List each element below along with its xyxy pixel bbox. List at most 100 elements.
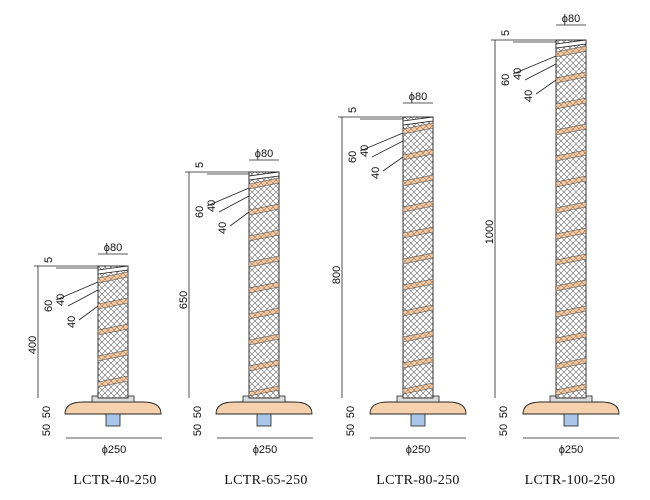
anchor-depth-label: 50 <box>498 424 510 436</box>
post-body <box>64 265 162 427</box>
band-leader-lines <box>512 55 557 95</box>
band-leader-lines <box>55 281 99 321</box>
reflective-band <box>248 177 280 190</box>
bollard-post-lctr-40-250: 400 ϕ80 5 60 40 40 50 50 ϕ250 LCTR-40-25… <box>27 242 162 488</box>
reflective-band <box>555 279 587 292</box>
reflective-band <box>555 71 587 84</box>
base-plate <box>215 401 313 415</box>
reflective-band <box>555 201 587 214</box>
base-diameter-label: ϕ250 <box>253 444 278 456</box>
band-leader-lines <box>206 187 250 227</box>
model-label: LCTR-100-250 <box>525 473 616 488</box>
reflective-band <box>402 278 434 291</box>
top-offset-label: 5 <box>194 162 206 168</box>
base-diameter-label: ϕ250 <box>559 444 584 456</box>
anchor-bolt <box>410 413 426 427</box>
reflective-band <box>402 174 434 187</box>
reflective-band <box>555 123 587 136</box>
band-label-3: 40 <box>523 90 535 102</box>
reflective-band <box>402 304 434 317</box>
reflective-band <box>402 330 434 343</box>
diameter-label: ϕ80 <box>562 13 580 25</box>
reflective-band <box>555 331 587 344</box>
reflective-band <box>402 122 434 135</box>
reflective-band <box>402 382 434 395</box>
band-label-3: 40 <box>217 222 229 234</box>
reflective-band <box>248 333 280 346</box>
reflective-band <box>248 359 280 372</box>
height-label: 800 <box>331 266 343 284</box>
height-label: 1000 <box>484 220 496 244</box>
reflective-band <box>555 175 587 188</box>
post-body <box>369 116 467 427</box>
reflective-band <box>555 383 587 396</box>
base-height-label: 50 <box>192 406 204 418</box>
top-offset-label: 5 <box>43 257 55 263</box>
reflective-band <box>97 375 129 388</box>
height-label: 400 <box>27 336 39 354</box>
base-height-label: 50 <box>41 406 53 418</box>
anchor-depth-label: 50 <box>41 424 53 436</box>
reflective-band <box>402 356 434 369</box>
reflective-band <box>97 349 129 362</box>
bollard-post-lctr-65-250: 650 ϕ80 5 60 40 40 50 50 ϕ250 LCTR-65-25… <box>178 148 313 488</box>
reflective-band <box>97 297 129 310</box>
reflective-band <box>248 281 280 294</box>
post-cap <box>402 116 434 126</box>
reflective-band <box>555 357 587 370</box>
base-diameter-label: ϕ250 <box>102 444 127 456</box>
post-body <box>215 171 313 427</box>
base-height-label: 50 <box>498 406 510 418</box>
height-label: 650 <box>178 291 190 309</box>
bollard-post-lctr-80-250: 800 ϕ80 5 60 40 40 50 50 ϕ250 LCTR-80-25… <box>331 91 467 488</box>
reflective-band <box>555 149 587 162</box>
reflective-band <box>402 252 434 265</box>
reflective-band <box>555 227 587 240</box>
reflective-band <box>97 271 129 284</box>
model-label: LCTR-65-250 <box>224 473 307 488</box>
band-label-3: 40 <box>66 316 78 328</box>
post-body <box>522 39 620 427</box>
reflective-band <box>402 200 434 213</box>
diameter-label: ϕ80 <box>409 91 427 103</box>
band-label-1: 60 <box>347 151 359 163</box>
model-label: LCTR-80-250 <box>376 473 459 488</box>
base-plate <box>522 401 620 415</box>
reflective-band <box>248 229 280 242</box>
anchor-bolt <box>256 413 272 427</box>
top-offset-label: 5 <box>347 107 359 113</box>
anchor-bolt <box>105 413 121 427</box>
reflective-band <box>555 305 587 318</box>
base-plate <box>64 401 162 415</box>
band-leader-lines <box>359 132 404 172</box>
model-label: LCTR-40-250 <box>73 473 156 488</box>
reflective-band <box>248 255 280 268</box>
reflective-band <box>248 203 280 216</box>
reflective-band <box>402 148 434 161</box>
bollard-post-lctr-100-250: 1000 ϕ80 5 60 40 40 50 50 ϕ250 LCTR-100-… <box>484 13 620 488</box>
anchor-depth-label: 50 <box>192 424 204 436</box>
base-height-label: 50 <box>345 406 357 418</box>
base-plate <box>369 401 467 415</box>
diameter-label: ϕ80 <box>104 242 122 254</box>
band-label-1: 60 <box>194 206 206 218</box>
post-cap <box>248 171 280 181</box>
band-label-3: 40 <box>370 167 382 179</box>
post-cap <box>97 265 129 275</box>
reflective-band <box>248 385 280 397</box>
anchor-depth-label: 50 <box>345 424 357 436</box>
base-diameter-label: ϕ250 <box>406 444 431 456</box>
post-shaft <box>555 39 587 399</box>
reflective-band <box>555 253 587 266</box>
reflective-band <box>555 45 587 58</box>
band-label-1: 60 <box>500 74 512 86</box>
top-offset-label: 5 <box>500 30 512 36</box>
reflective-band <box>248 307 280 320</box>
reflective-band <box>402 226 434 239</box>
reflective-band <box>97 323 129 336</box>
band-label-1: 60 <box>43 300 55 312</box>
diameter-label: ϕ80 <box>255 148 273 160</box>
reflective-band <box>555 97 587 110</box>
anchor-bolt <box>563 413 579 427</box>
